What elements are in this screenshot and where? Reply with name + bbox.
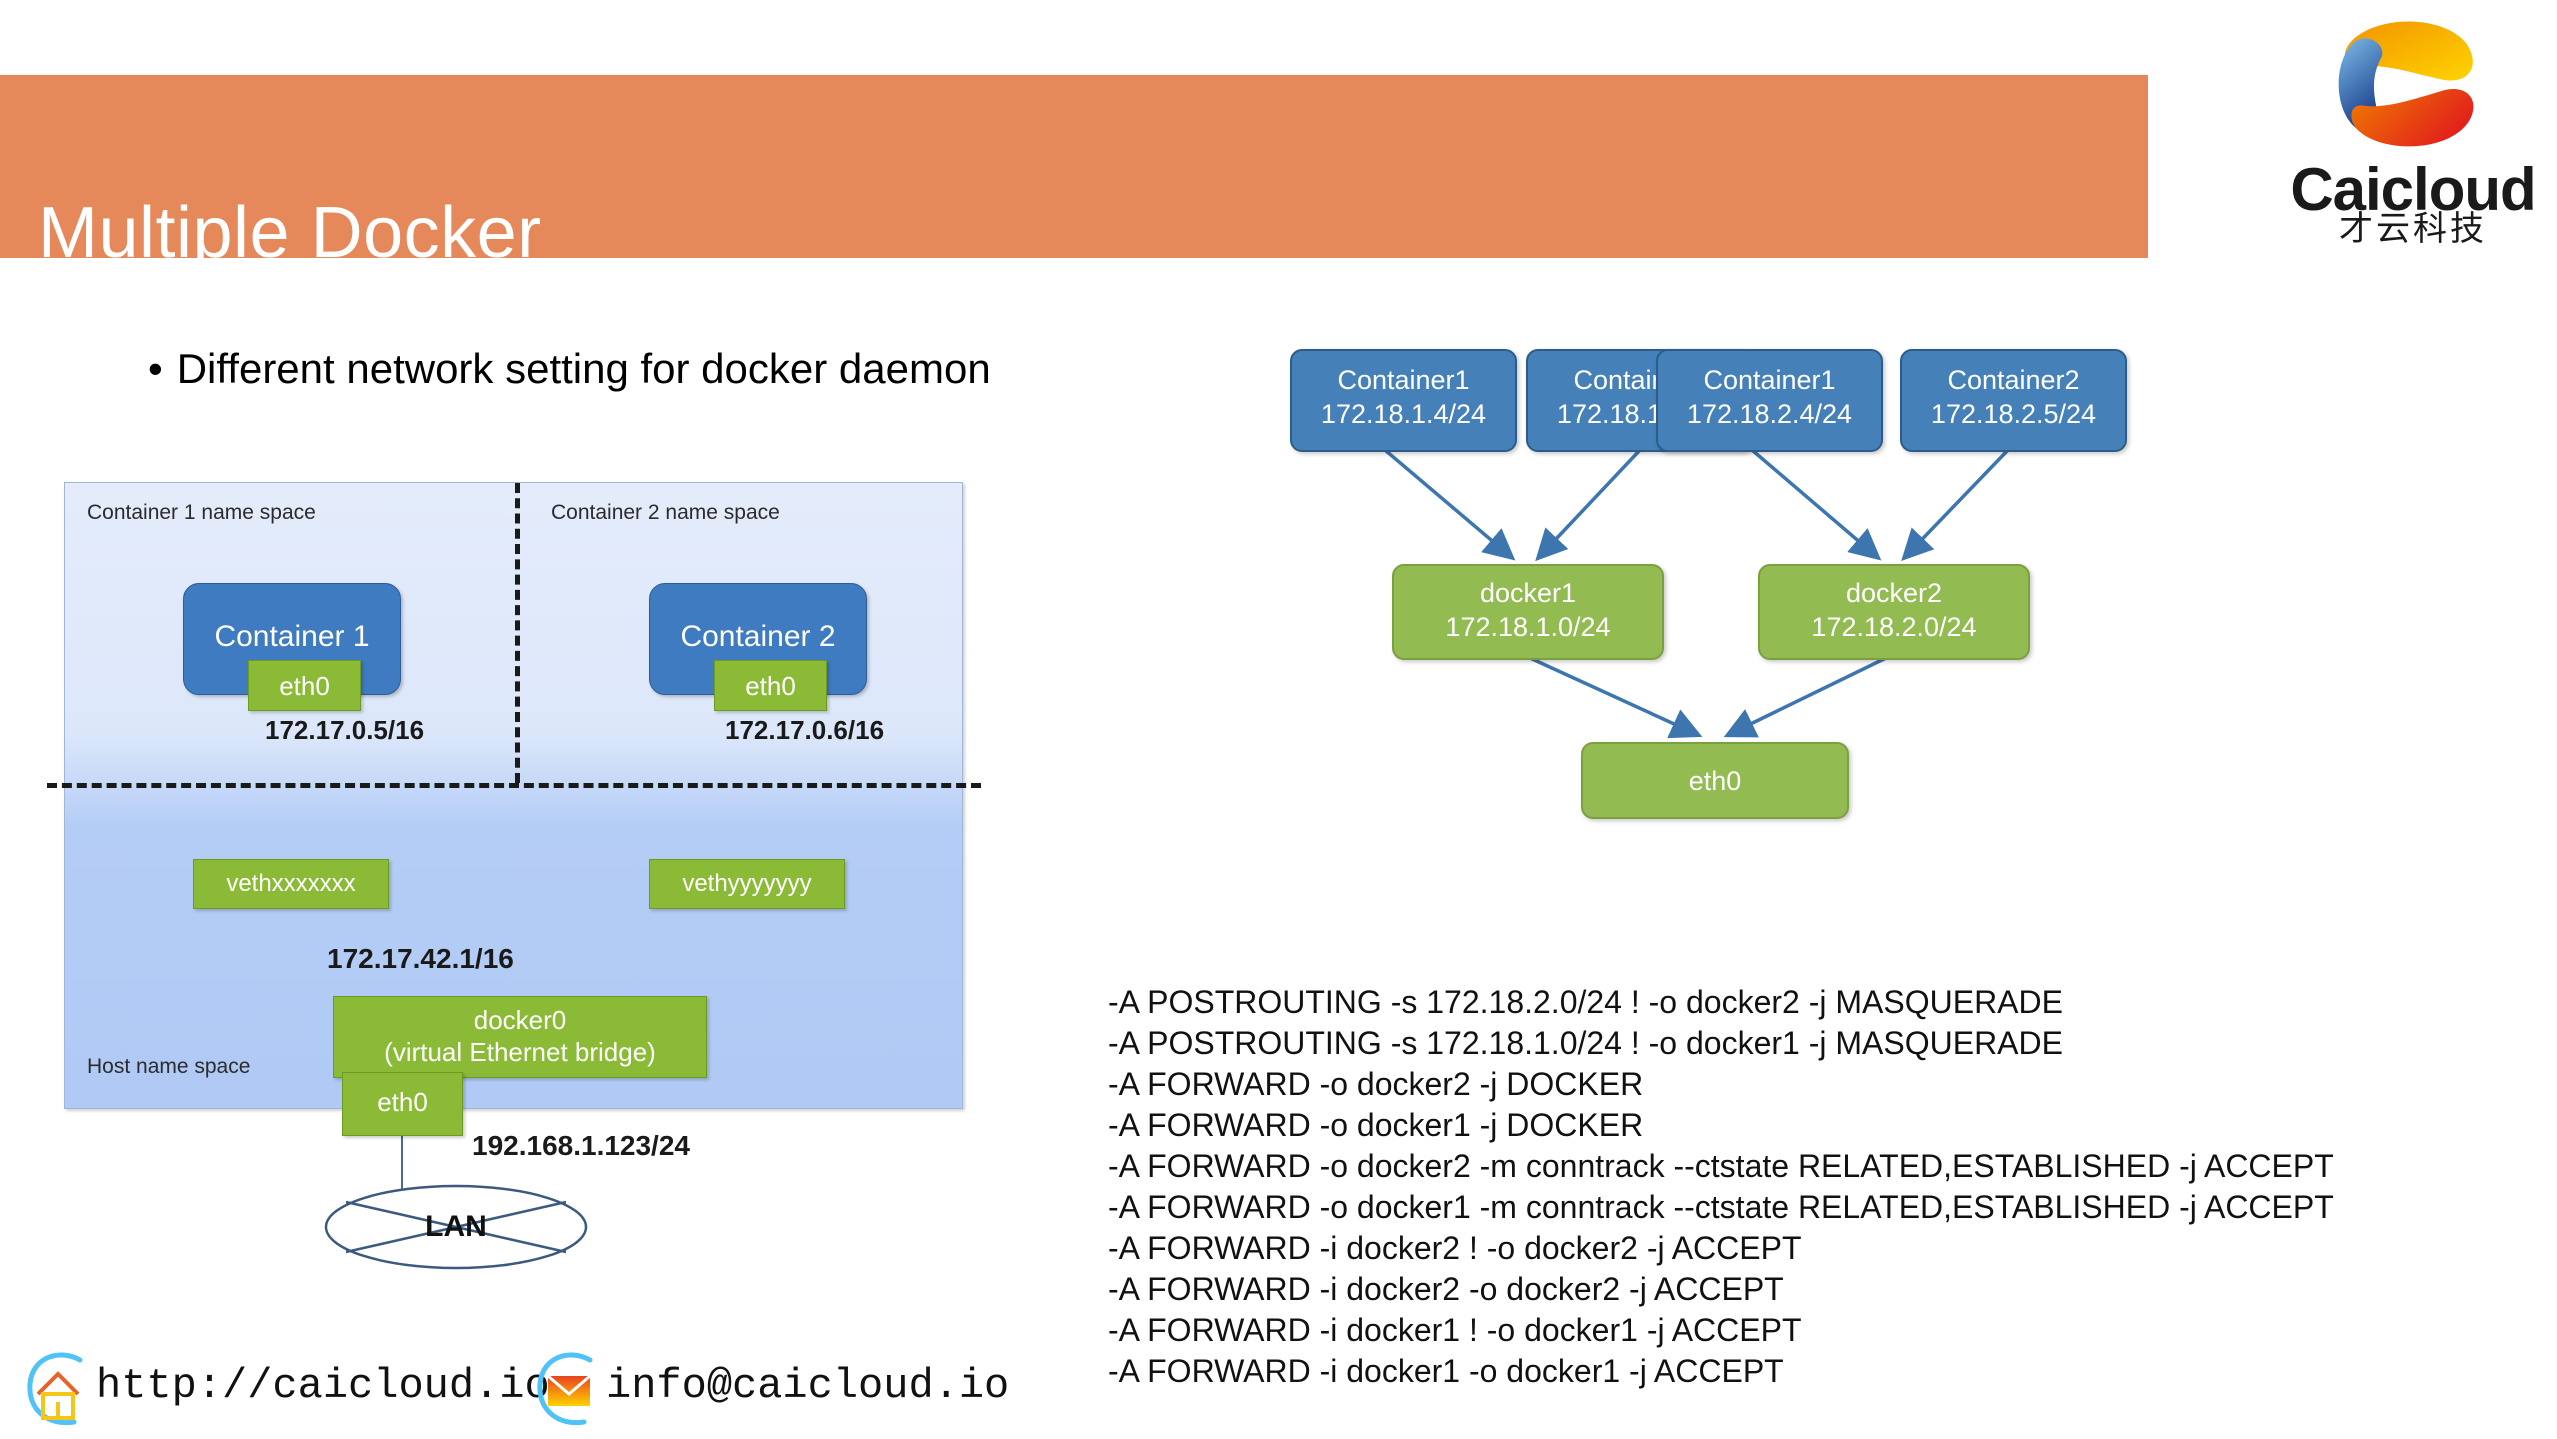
docker2-name: docker2 [1845, 578, 1943, 608]
namespace-horizontal-divider [47, 783, 981, 788]
caicloud-logo: Caicloud 才云科技 [2283, 12, 2543, 246]
page-title: Multiple Docker [38, 193, 542, 273]
docker2-bridge-box: docker2 172.18.2.0/24 [1758, 564, 2030, 660]
veth-x-label: vethxxxxxxx [226, 870, 356, 897]
namespace-label-container1: Container 1 name space [87, 501, 316, 524]
container-box-1-label: Container 1 [214, 620, 370, 653]
container2-eth0-label: eth0 [745, 671, 796, 701]
iptables-rule: -A FORWARD -o docker2 -j DOCKER [1108, 1065, 1644, 1102]
caicloud-c-logo-icon [2338, 21, 2474, 147]
logo-wordmark: Caicloud [2290, 156, 2536, 223]
container2-ip-label: 172.17.0.6/16 [725, 715, 885, 745]
footer-website-text: http://caicloud.io [96, 1362, 550, 1410]
container1-eth0-label: eth0 [279, 671, 330, 701]
namespace-vertical-divider [515, 483, 520, 783]
docker0-name-label: docker0 [473, 1005, 567, 1035]
envelope-icon [537, 1352, 593, 1426]
veth-y-label: vethyyyyyyy [682, 870, 812, 897]
single-docker-diagram: Container 1 name space Container 2 name … [0, 0, 1040, 1340]
right-container-box-4: Container2 172.18.2.5/24 [1900, 349, 2127, 452]
iptables-rule: -A FORWARD -i docker1 -o docker1 -j ACCE… [1108, 1352, 1784, 1389]
right-host-eth0-box: eth0 [1581, 742, 1849, 819]
slide-footer: http://caicloud.io info@caicloud.io [0, 1340, 1100, 1439]
bullet-text: Different network setting for docker dae… [176, 345, 991, 392]
docker0-ip-label: 172.17.42.1/16 [327, 943, 514, 974]
host-eth0-box: eth0 [342, 1072, 463, 1136]
veth-x-box: vethxxxxxxx [193, 859, 389, 909]
right-container-4-ip: 172.18.2.5/24 [1930, 399, 2097, 429]
docker2-ip: 172.18.2.0/24 [1811, 612, 1977, 642]
container1-eth0-box: eth0 [248, 660, 361, 711]
right-host-eth0-label: eth0 [1688, 766, 1742, 796]
right-container-box-1: Container1 172.18.1.4/24 [1290, 349, 1517, 452]
iptables-rules-list: -A POSTROUTING -s 172.18.2.0/24 ! -o doc… [1108, 982, 2538, 1392]
iptables-rule: -A FORWARD -i docker2 ! -o docker2 -j AC… [1108, 1229, 1802, 1266]
right-container-3-name: Container1 [1703, 365, 1836, 395]
bullet-dot-icon: • [148, 345, 163, 392]
docker1-ip: 172.18.1.0/24 [1445, 612, 1611, 642]
right-container-3-ip: 172.18.2.4/24 [1686, 399, 1853, 429]
iptables-rule: -A POSTROUTING -s 172.18.2.0/24 ! -o doc… [1108, 984, 2063, 1020]
docker0-subtitle-label: (virtual Ethernet bridge) [384, 1037, 656, 1067]
namespace-frame: Container 1 name space Container 2 name … [47, 482, 981, 1109]
right-diagram-connectors [1383, 448, 2010, 739]
right-container-1-name: Container1 [1337, 365, 1470, 395]
host-eth0-label: eth0 [377, 1087, 428, 1117]
iptables-rule: -A FORWARD -o docker2 -m conntrack --cts… [1108, 1147, 2334, 1184]
right-container-box-3: Container1 172.18.2.4/24 [1656, 349, 1883, 452]
multiple-docker-diagram: Container1 172.18.1.4/24 Container2 172.… [1040, 300, 2557, 1000]
namespace-label-host: Host name space [87, 1055, 251, 1078]
docker1-name: docker1 [1479, 578, 1577, 608]
container2-eth0-box: eth0 [714, 660, 827, 711]
iptables-rule: -A POSTROUTING -s 172.18.1.0/24 ! -o doc… [1108, 1024, 2063, 1061]
docker1-bridge-box: docker1 172.18.1.0/24 [1392, 564, 1664, 660]
container-box-2-label: Container 2 [680, 620, 836, 653]
right-container-1-ip: 172.18.1.4/24 [1320, 399, 1487, 429]
bullet-point: • Different network setting for docker da… [148, 345, 991, 393]
iptables-rule: -A FORWARD -i docker1 ! -o docker1 -j AC… [1108, 1311, 1802, 1348]
iptables-rule: -A FORWARD -o docker1 -j DOCKER [1108, 1106, 1644, 1143]
logo-chinese-name: 才云科技 [2339, 210, 2487, 248]
iptables-rule: -A FORWARD -i docker2 -o docker2 -j ACCE… [1108, 1270, 1784, 1307]
docker0-bridge-box: docker0 (virtual Ethernet bridge) [333, 996, 707, 1078]
right-container-4-name: Container2 [1947, 365, 2080, 395]
title-banner: Multiple Docker [0, 75, 2148, 269]
host-ip-label: 192.168.1.123/24 [472, 1130, 690, 1161]
container1-ip-label: 172.17.0.5/16 [265, 715, 425, 745]
iptables-rule: -A FORWARD -o docker1 -m conntrack --cts… [1108, 1188, 2334, 1225]
footer-email-text: info@caicloud.io [606, 1362, 1010, 1410]
veth-y-box: vethyyyyyyy [649, 859, 845, 909]
home-icon [27, 1352, 83, 1426]
container-box-2: Container 2 [649, 583, 867, 695]
lan-cloud-icon [324, 1184, 588, 1270]
namespace-label-container2: Container 2 name space [551, 501, 780, 524]
lan-label: LAN [425, 1210, 487, 1243]
